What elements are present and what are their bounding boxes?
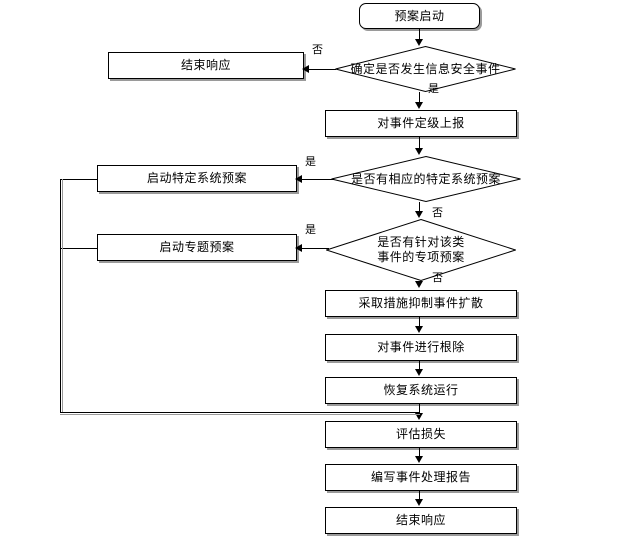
arrowhead-left: [295, 244, 302, 252]
node-launch-topic-plan-label: 启动专题预案: [159, 240, 235, 254]
branch-label-no-topic: 否: [432, 271, 444, 284]
node-write-report: 编写事件处理报告: [325, 464, 517, 491]
node-report-grade: 对事件定级上报: [325, 110, 517, 137]
diamond-shape: [335, 46, 516, 92]
node-end-response-bottom-label: 结束响应: [395, 513, 446, 527]
branch-label-yes-topic: 是: [305, 223, 317, 236]
node-decide-topic-plan: 是否有针对该类 事件的专项预案: [326, 219, 516, 281]
connector-write-to-end: [419, 491, 420, 499]
branch-label-yes-incident: 是: [428, 82, 440, 95]
node-contain-label: 采取措施抑制事件扩散: [358, 296, 484, 310]
node-end-response-top: 结束响应: [108, 52, 304, 79]
arrowhead-down: [415, 39, 423, 46]
arrowhead-down: [415, 499, 423, 506]
arrowhead-down: [415, 211, 423, 218]
node-contain: 采取措施抑制事件扩散: [325, 290, 517, 317]
node-eradicate-label: 对事件进行根除: [377, 340, 465, 354]
arrowhead-down: [415, 148, 423, 155]
connector-eradicate-to-recover: [419, 361, 420, 369]
diamond-shape: [331, 156, 521, 202]
node-decide-specific-plan: 是否有相应的特定系统预案: [331, 156, 521, 202]
arrowhead-down: [415, 281, 423, 288]
connector-decide-to-end-top: [304, 69, 336, 70]
branch-label-no-incident: 否: [312, 43, 324, 56]
branch-label-yes-specific: 是: [305, 155, 317, 168]
node-report-grade-label: 对事件定级上报: [377, 116, 465, 130]
connector-decide-specific-to-launch: [297, 179, 334, 180]
node-eradicate: 对事件进行根除: [325, 334, 517, 361]
connector-launch-topic-to-rail: [60, 248, 98, 249]
connector-launch-specific-to-rail: [60, 179, 98, 180]
node-end-response-top-label: 结束响应: [180, 58, 231, 72]
node-end-response-bottom: 结束响应: [325, 507, 517, 534]
node-assess-loss-label: 评估损失: [395, 427, 446, 441]
node-start: 预案启动: [359, 3, 480, 29]
node-recover: 恢复系统运行: [325, 377, 517, 404]
node-assess-loss: 评估损失: [325, 421, 517, 448]
node-decide-topic-plan-label: 是否有针对该类 事件的专项预案: [377, 235, 465, 264]
connector-report-to-decide-specific: [419, 137, 420, 149]
node-decide-incident: 确定是否发生信息安全事件: [335, 46, 516, 92]
arrowhead-down: [415, 456, 423, 463]
node-start-label: 预案启动: [394, 8, 445, 23]
arrowhead-down: [415, 413, 423, 420]
connector-decide-to-report: [419, 92, 420, 103]
connector-recover-to-assess: [419, 404, 420, 413]
arrowhead-down: [415, 102, 423, 109]
node-decide-specific-plan-label: 是否有相应的特定系统预案: [350, 171, 501, 186]
node-recover-label: 恢复系统运行: [383, 383, 459, 397]
connector-decide-topic-to-launch: [297, 248, 329, 249]
branch-label-no-specific: 否: [432, 206, 444, 219]
arrowhead-down: [415, 369, 423, 376]
connector-rail-to-assess: [60, 412, 420, 413]
arrowhead-left: [302, 65, 309, 73]
node-decide-incident-label: 确定是否发生信息安全事件: [350, 61, 501, 76]
node-write-report-label: 编写事件处理报告: [370, 470, 471, 484]
node-launch-specific-plan-label: 启动特定系统预案: [146, 171, 247, 185]
node-launch-specific-plan: 启动特定系统预案: [97, 165, 297, 192]
diamond-shape: [326, 219, 516, 281]
connector-left-rail: [60, 179, 61, 413]
connector-contain-to-eradicate: [419, 317, 420, 326]
connector-assess-to-write: [419, 448, 420, 456]
arrowhead-down: [415, 326, 423, 333]
connector-decide-specific-to-topic: [419, 202, 420, 212]
node-launch-topic-plan: 启动专题预案: [97, 234, 297, 261]
arrowhead-left: [295, 175, 302, 183]
connector-start-to-decide: [419, 29, 420, 40]
